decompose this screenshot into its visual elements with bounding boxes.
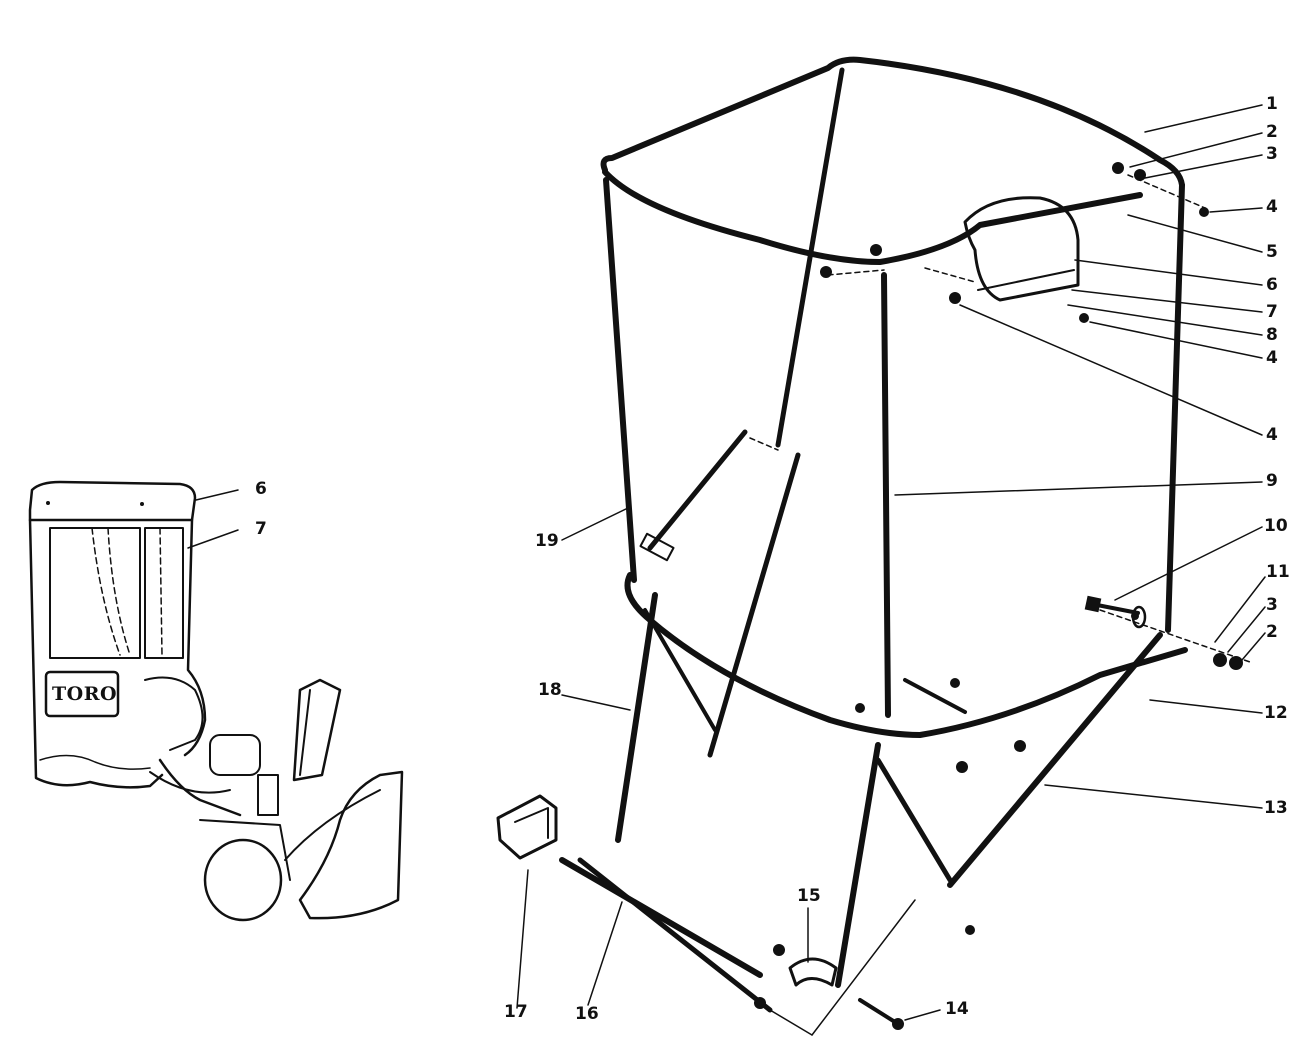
assembly-guide-lines [749,174,1251,663]
callout-12: 12 [1264,703,1288,723]
callout-11: 11 [1266,562,1290,582]
front-left-leg [615,592,658,843]
callout-13: 13 [1264,798,1288,818]
callout-7: 7 [1266,302,1278,322]
callout-3: 3 [1266,595,1278,615]
callout-7: 7 [255,519,267,539]
callout-17: 17 [504,1002,528,1022]
callout-leader-lines [187,104,1266,1036]
callout-2: 2 [1266,122,1278,142]
callout-9: 9 [1266,471,1278,491]
callout-3: 3 [1266,144,1278,164]
inset-cab-illustration [28,480,404,922]
right-upright-bar [1165,182,1185,633]
callout-4: 4 [1266,348,1278,368]
front-curved-bar [602,169,1143,265]
right-lower-leg [947,632,1163,888]
top-cover-hood [963,196,1080,302]
callout-4: 4 [1266,197,1278,217]
callout-18: 18 [538,680,562,700]
callout-10: 10 [1264,516,1288,536]
callout-2: 2 [1266,622,1278,642]
bottom-cross-bar [559,857,763,978]
callout-6: 6 [255,479,267,499]
callout-19: 19 [535,531,559,551]
callout-1: 1 [1266,94,1278,114]
callout-4: 4 [1266,425,1278,445]
callout-14: 14 [945,999,969,1019]
callout-15: 15 [797,886,821,906]
top-bow-bar [600,56,1185,188]
center-upright-bar [881,272,891,718]
lower-front-bar [624,572,1188,738]
brand-logo-text: TORO [52,683,118,705]
center-lower-leg [835,742,881,988]
left-upright-bar [603,177,637,583]
rear-upright-bar [775,67,845,448]
callout-8: 8 [1266,325,1278,345]
callout-6: 6 [1266,275,1278,295]
callout-16: 16 [575,1004,599,1024]
cab-frame-assembly [496,56,1251,1030]
callout-5: 5 [1266,242,1278,262]
